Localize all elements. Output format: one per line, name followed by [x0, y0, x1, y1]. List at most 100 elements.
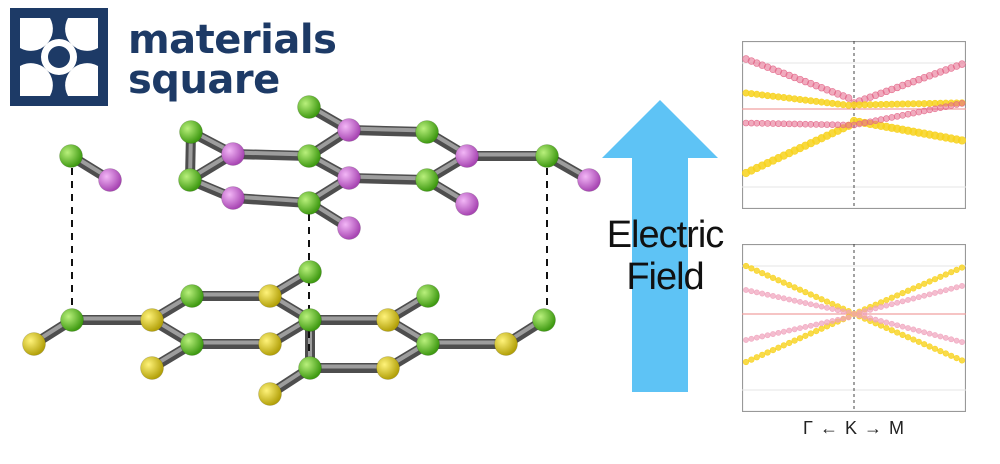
band-top-band-dot	[942, 103, 950, 110]
band-bottom-band-dot	[905, 325, 911, 331]
band-bottom-band-dot	[883, 302, 890, 309]
band-bottom-band-dot	[818, 296, 825, 303]
band-top-band-dot	[769, 120, 777, 127]
band-bottom-band-dot	[764, 349, 771, 356]
band-bottom-band-dot	[894, 329, 901, 336]
band-bottom-band-dot	[786, 296, 793, 303]
band-top-band-dot	[764, 120, 771, 127]
band-bottom-band-dot	[915, 294, 922, 301]
band-top-band-dot	[904, 110, 912, 118]
band-bottom-band-dot	[807, 330, 814, 337]
band-bottom-band-dot	[942, 350, 949, 357]
band-bottom-band-dot	[764, 291, 771, 298]
band-bottom-band-dot	[856, 312, 863, 319]
band-bottom-band-dot	[807, 322, 814, 329]
band-bottom-band-dot	[899, 290, 906, 297]
band-bottom-band-dot	[829, 318, 836, 324]
band-top-band-dot	[872, 117, 879, 124]
band-bottom-band-dot	[937, 288, 944, 295]
band-bottom-band-dot	[818, 320, 825, 327]
band-bottom-band-dot	[867, 315, 874, 322]
band-bottom-band-dot	[797, 325, 803, 332]
band-bottom-band-dot	[878, 304, 884, 310]
band-bottom-band-dot	[769, 274, 777, 281]
bottom-layer-atom-yellow	[22, 332, 46, 356]
band-bottom-band-dot	[904, 334, 912, 341]
band-bottom-band-dot	[780, 342, 787, 349]
band-bottom-band-dot	[840, 308, 847, 315]
band-bottom-band-dot	[910, 326, 917, 333]
top-layer-atom-purple	[337, 216, 361, 240]
band-bottom-band-dot	[807, 301, 814, 308]
band-top-band-dot	[931, 105, 939, 113]
bottom-layer-atom-green	[298, 308, 322, 332]
band-bottom-band-dot	[915, 327, 922, 334]
top-layer-atom-green	[178, 168, 202, 192]
band-top-band-dot	[823, 121, 831, 128]
band-bottom-band-dot	[899, 298, 906, 305]
band-bottom-band-dot	[743, 337, 749, 343]
band-bottom-band-dot	[759, 270, 766, 277]
bottom-layer-atom-yellow	[140, 356, 164, 380]
band-bottom-band-dot	[775, 277, 782, 284]
band-top-band-dot	[775, 120, 782, 127]
band-top-band-dot	[742, 119, 750, 127]
band-bottom-band-dot	[942, 271, 949, 278]
band-bottom-band-dot	[904, 287, 912, 294]
band-bottom-band-dot	[883, 319, 890, 326]
band-top-band-dot	[812, 121, 820, 128]
band-top-band-dot	[807, 120, 815, 128]
band-bottom-band-dot	[937, 348, 944, 355]
band-top-band-dot	[802, 120, 809, 128]
band-top-band-dot	[899, 111, 906, 119]
bottom-layer-atom-yellow	[140, 308, 164, 332]
band-structure-bottom-panel	[742, 244, 966, 412]
top-layer-atom-green	[297, 191, 321, 215]
band-bottom-band-dot	[921, 280, 928, 287]
band-bottom-band-dot	[802, 300, 809, 306]
band-top-band-dot	[920, 107, 928, 115]
band-bottom-band-dot	[796, 335, 804, 342]
top-layer-bond-highlight	[231, 150, 311, 157]
band-bottom-band-dot	[813, 328, 820, 335]
band-bottom-band-dot	[910, 285, 917, 292]
band-bottom-band-dot	[905, 297, 911, 303]
band-bottom-band-dot	[894, 299, 901, 306]
band-bottom-band-dot	[959, 283, 965, 289]
band-top-band-dot	[850, 121, 858, 129]
band-bottom-band-dot	[753, 334, 760, 341]
band-bottom-band-dot	[742, 262, 750, 270]
band-bottom-band-dot	[948, 269, 955, 276]
band-bottom-band-dot	[959, 339, 965, 345]
logo-line-1: materials	[128, 17, 337, 63]
bilayer-structure-diagram	[22, 95, 601, 406]
band-bottom-band-dot	[910, 295, 917, 302]
band-bottom-band-dot	[791, 326, 798, 333]
band-bottom-band-dot	[926, 291, 933, 298]
bottom-layer-atom-green	[298, 260, 322, 284]
top-layer-atom-purple	[221, 142, 245, 166]
top-layer-atom-green	[179, 120, 203, 144]
band-structure-top-panel	[742, 41, 966, 209]
bottom-layer-atom-yellow	[494, 332, 518, 356]
band-bottom-band-dot	[953, 337, 960, 344]
top-layer-atom-green	[297, 95, 321, 119]
bottom-layer-atom-green	[416, 332, 440, 356]
top-layer-bond-highlight	[347, 126, 429, 133]
band-bottom-band-dot	[759, 290, 766, 297]
top-layer-atom-purple	[577, 168, 601, 192]
band-bottom-band-dot	[753, 354, 760, 361]
band-bottom-band-dot	[764, 332, 771, 339]
band-bottom-band-dot	[742, 358, 750, 366]
band-bottom-band-dot	[759, 351, 766, 358]
bottom-layer-atom-green	[180, 332, 204, 356]
band-top-band-dot	[947, 102, 955, 109]
band-bottom-band-dot	[937, 333, 944, 340]
band-bottom-band-dot	[942, 287, 949, 294]
band-bottom-band-dot	[948, 336, 955, 343]
bottom-layer-atom-green	[416, 284, 440, 308]
bottom-layer-atom-green	[532, 308, 556, 332]
band-top-band-dot	[893, 113, 901, 120]
top-layer-atom-purple	[337, 166, 361, 190]
band-bottom-band-dot	[786, 327, 793, 334]
